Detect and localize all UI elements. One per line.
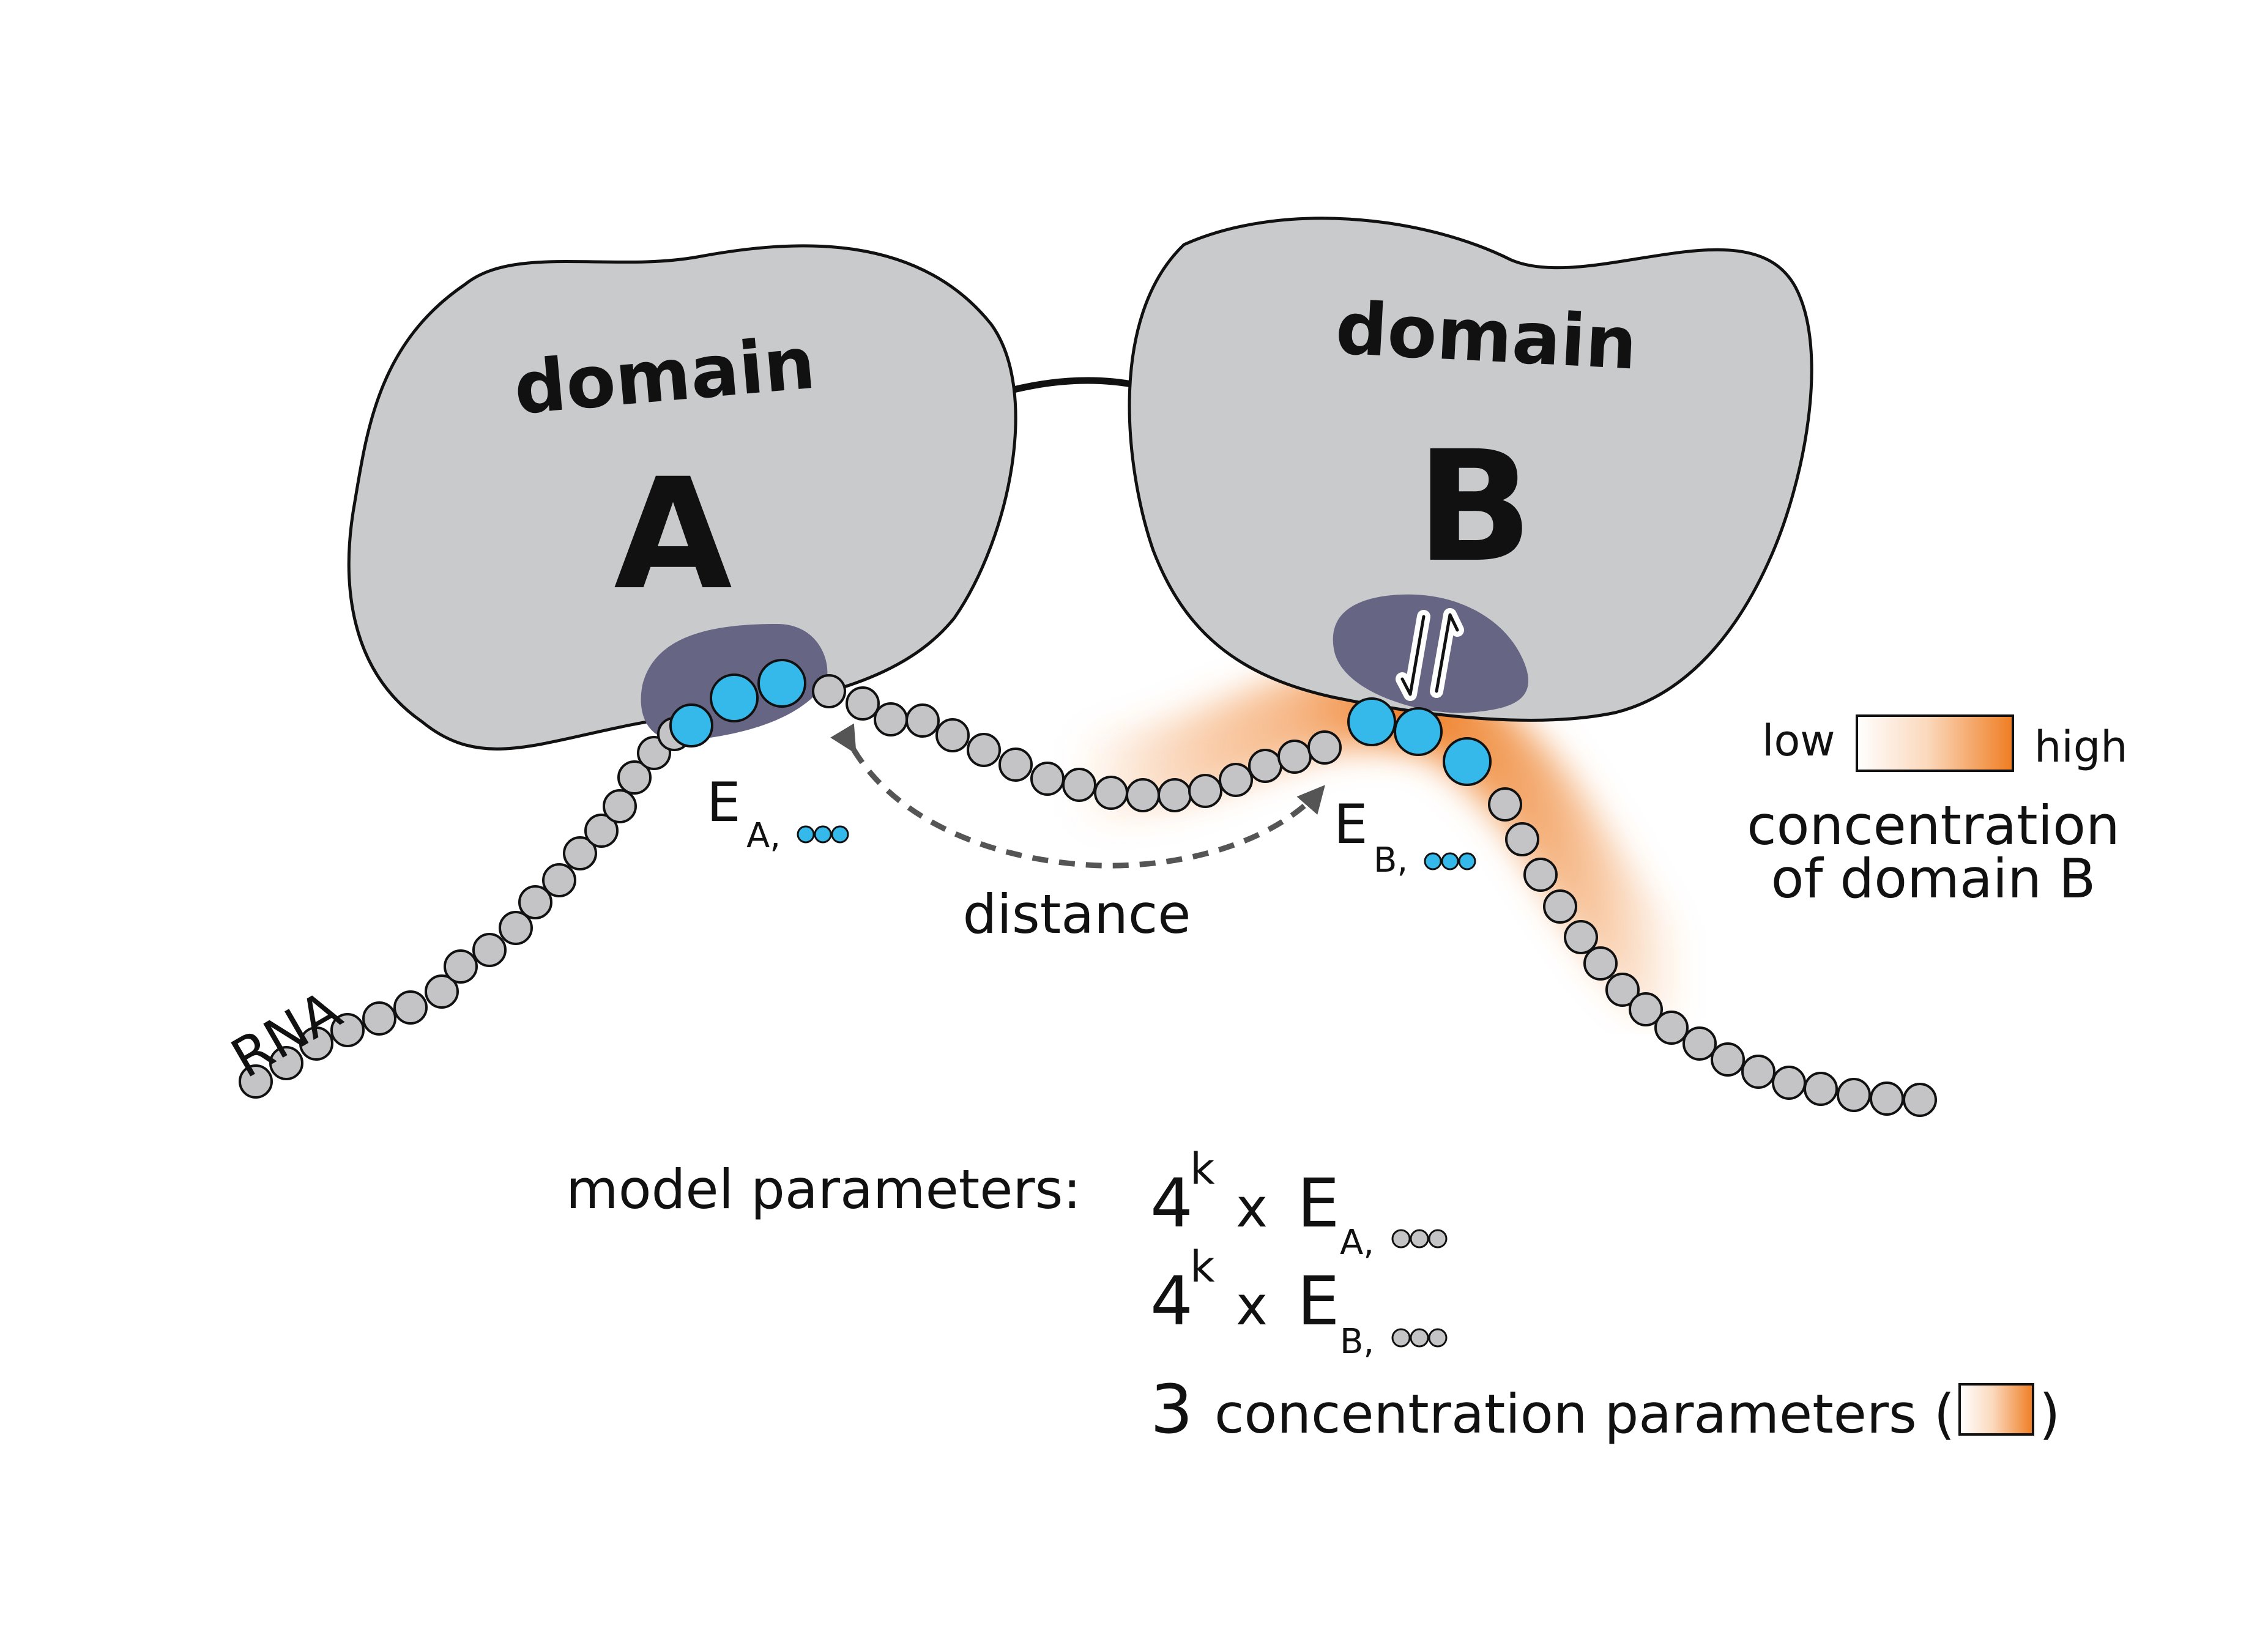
rna-nucleotide [499,911,533,945]
domain-b-binding-pocket [1333,594,1528,713]
param-row2-exp: k [1190,1242,1215,1292]
rna-nucleotide [393,990,428,1025]
param-row2-symbol: E [1297,1262,1340,1340]
rna-nucleotide [1523,858,1558,892]
rna-nucleotide [330,1013,365,1047]
param-row3-close: ) [2039,1382,2060,1445]
param-row3-text: concentration parameters ( [1214,1382,1955,1445]
rna-nucleotide [1062,768,1096,802]
rna-nucleotide [1277,740,1312,774]
param-row1-motif-icon [1391,1229,1448,1248]
rna-nucleotide [1030,762,1065,796]
rna-nucleotide [905,703,940,738]
energy-b-subscript: B, [1374,840,1408,880]
rna-nucleotide [1837,1078,1871,1112]
rna-nucleotide [1094,776,1128,810]
rna-nucleotide [1188,774,1222,808]
param-row1-exp: k [1190,1144,1215,1194]
rna-nucleotide [425,974,459,1009]
rna-nucleotide [1629,992,1663,1026]
legend-low-label: low [1762,716,1835,766]
rna-nucleotide [1219,763,1253,797]
rna-nucleotide [472,933,507,967]
param-row2-subscript: B, [1340,1322,1374,1362]
domain-a-shape [347,244,1017,751]
rna-nucleotide [518,885,552,919]
energy-a-symbol: E [707,771,741,834]
domain-b-shape [1128,217,1813,722]
rna-nucleotide [444,949,478,984]
param-row2-motif-icon [1391,1328,1448,1348]
energy-b-motif-icon [1424,852,1476,870]
energy-a-subscript: A, [746,816,781,856]
legend-title-line1: concentration [1747,794,2119,857]
rna-nucleotide [1804,1072,1838,1106]
rna-nucleotide [1711,1042,1745,1077]
legend-gradient-bar [1856,714,2014,772]
param-row1-times: x [1236,1176,1268,1239]
domain-a-letter: A [614,445,732,623]
rna-nucleotide [1505,822,1539,856]
rna-nucleotide [269,1046,303,1080]
param-row3-gradient-swatch [1958,1383,2034,1436]
rna-nucleotide [1248,749,1282,783]
rna-nucleotide [1903,1083,1937,1117]
rna-nucleotide [617,760,652,795]
bound-nucleotide [1443,737,1492,786]
bound-nucleotide [1394,707,1443,756]
param-row3-count: 3 [1150,1370,1193,1449]
rna-nucleotide [1654,1011,1689,1045]
rna-nucleotide [1543,889,1577,924]
domain-b-letter: B [1416,418,1533,596]
rna-nucleotide [563,836,597,870]
rna-nucleotide [603,789,637,823]
param-row1-base: 4 [1150,1164,1193,1242]
rna-nucleotide [239,1064,273,1099]
rna-nucleotide [874,702,908,736]
energy-a-motif-icon [797,825,849,844]
rna-nucleotide [542,863,576,897]
rna-nucleotide [967,733,1001,767]
distance-arrow [830,723,1325,869]
legend-high-label: high [2034,722,2128,772]
rna-nucleotide [299,1026,333,1061]
rna-nucleotide [935,718,970,752]
bound-nucleotide [1347,697,1396,746]
rna-nucleotide [1605,973,1640,1007]
rna-nucleotide [1564,920,1598,954]
domain-linker [1005,377,1139,395]
rna-nucleotide [1682,1026,1717,1061]
distance-label: distance [963,883,1191,946]
bound-nucleotide [669,703,713,748]
rna-nucleotide [584,814,619,848]
energy-b-symbol: E [1334,793,1368,856]
rna-nucleotide [1126,778,1160,812]
binding-equilibrium-icon [1396,608,1464,701]
rna-nucleotide [1772,1066,1806,1100]
rna-nucleotide [846,686,880,721]
rna-nucleotide [998,748,1033,782]
rna-nucleotide [1488,787,1522,822]
rna-nucleotide [1741,1055,1775,1089]
rna-nucleotide [362,1001,396,1036]
rna-nucleotide [1870,1081,1904,1116]
rna-nucleotide [1583,946,1618,981]
legend-title-line2: of domain B [1771,847,2096,910]
param-row1-subscript: A, [1340,1223,1374,1263]
param-row1-symbol: E [1297,1164,1340,1242]
bound-nucleotide [710,673,759,722]
rna-nucleotide [1307,730,1342,765]
param-row2-base: 4 [1150,1262,1193,1340]
bound-nucleotide [757,659,806,708]
param-row2-times: x [1236,1274,1268,1337]
domain-b-word: domain [1334,286,1639,386]
params-heading: model parameters: [566,1158,1081,1221]
rna-nucleotide [812,674,846,708]
rna-nucleotide [1158,778,1192,812]
